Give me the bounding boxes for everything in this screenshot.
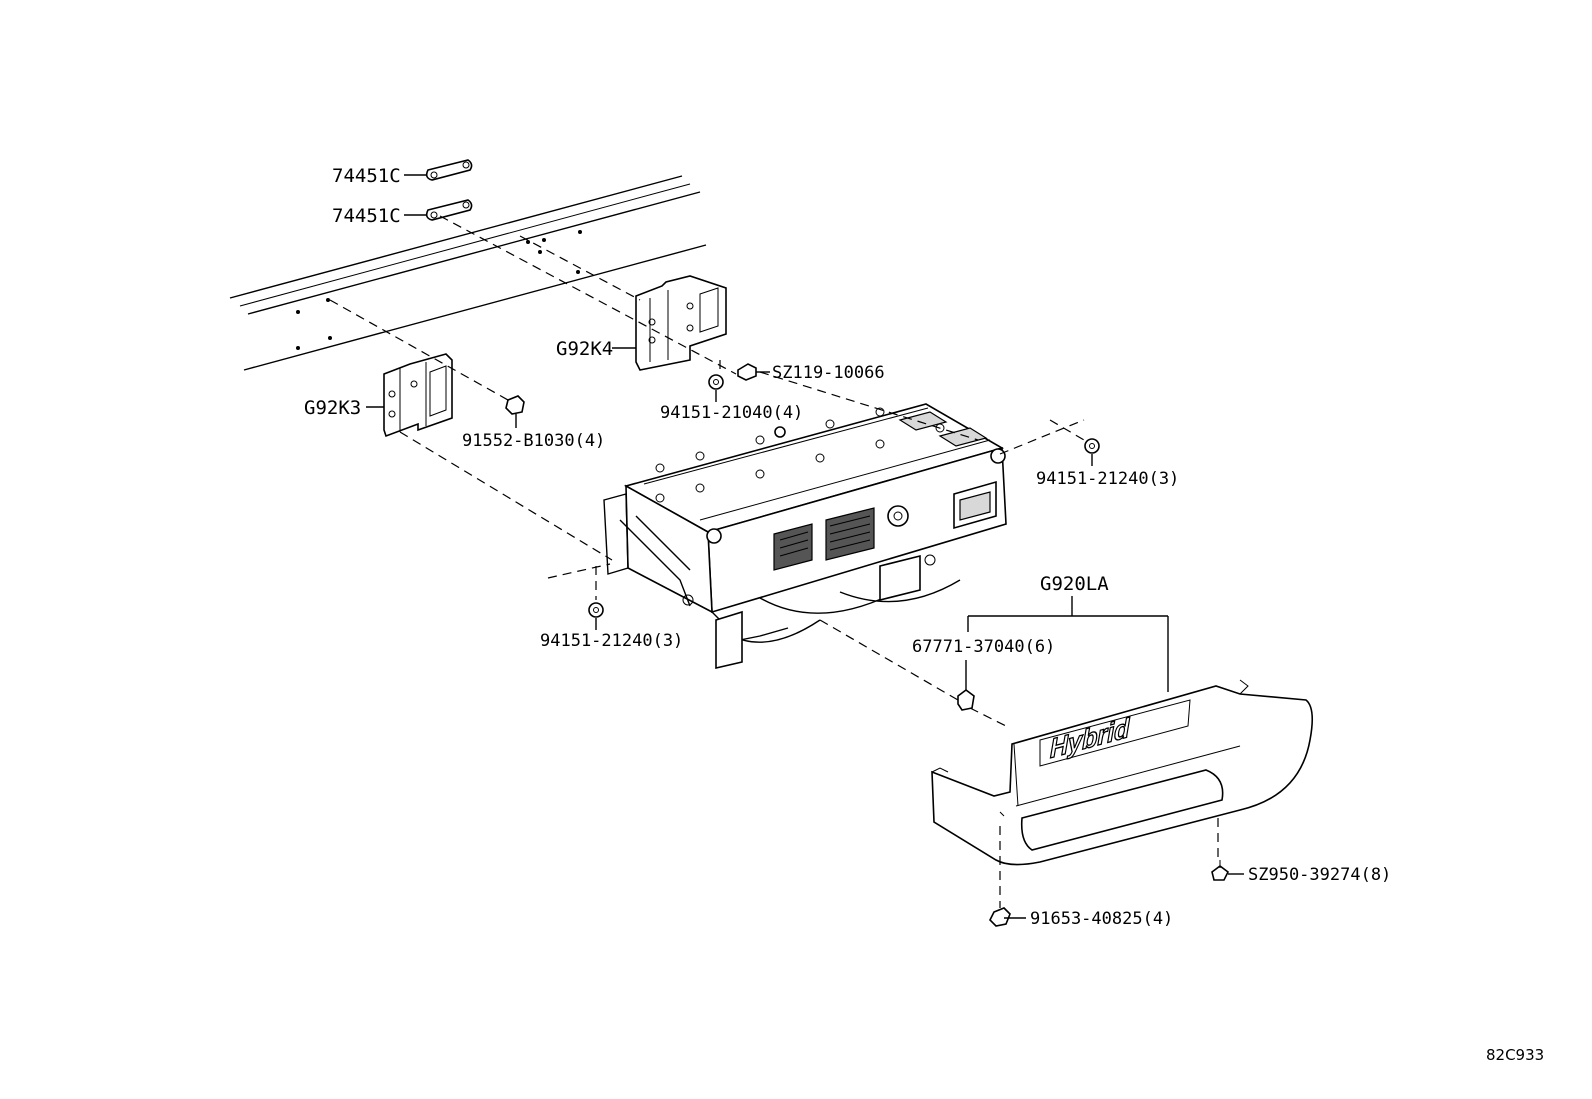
screw-cover [1211,860,1244,881]
label-nut-unit-right: 94151-21240(3) [1036,469,1179,489]
assembly-lines [329,215,1219,908]
label-screw-cover: SZ950-39274(8) [1248,865,1391,885]
bolt-cover [989,907,1026,927]
clip-lower [404,199,473,221]
nut-unit-left [588,602,604,630]
clip-upper [404,159,473,181]
bracket-left-g92k3 [366,353,453,438]
label-clip-lower: 74451C [332,205,401,227]
cover-assembly-callout [967,596,1169,692]
label-bolt-bracket-left: 91552-B1030(4) [462,431,605,451]
floor-rail [229,175,707,371]
bracket-right-g92k4 [612,275,727,371]
diagram-reference-code: 82C933 [1486,1046,1544,1064]
label-bracket-right: G92K4 [556,338,613,360]
side-cover-g920la: Hybrid [931,679,1314,866]
nut-bracket-right [708,374,724,402]
clip-cover [957,660,975,711]
label-clip-upper: 74451C [332,165,401,187]
hybrid-battery-unit [603,403,1007,670]
label-bracket-left: G92K3 [304,397,361,419]
label-nut-bracket-right: 94151-21040(4) [660,403,803,423]
label-screw-sz119: SZ119-10066 [772,363,885,383]
screw-sz119 [737,363,770,381]
label-nut-unit-left: 94151-21240(3) [540,631,683,651]
bolt-bracket-left [505,395,525,428]
nut-unit-right [1084,438,1100,466]
label-bolt-cover: 91653-40825(4) [1030,909,1173,929]
label-cover-assembly: G920LA [1040,573,1109,595]
label-clip-cover: 67771-37040(6) [912,637,1055,657]
